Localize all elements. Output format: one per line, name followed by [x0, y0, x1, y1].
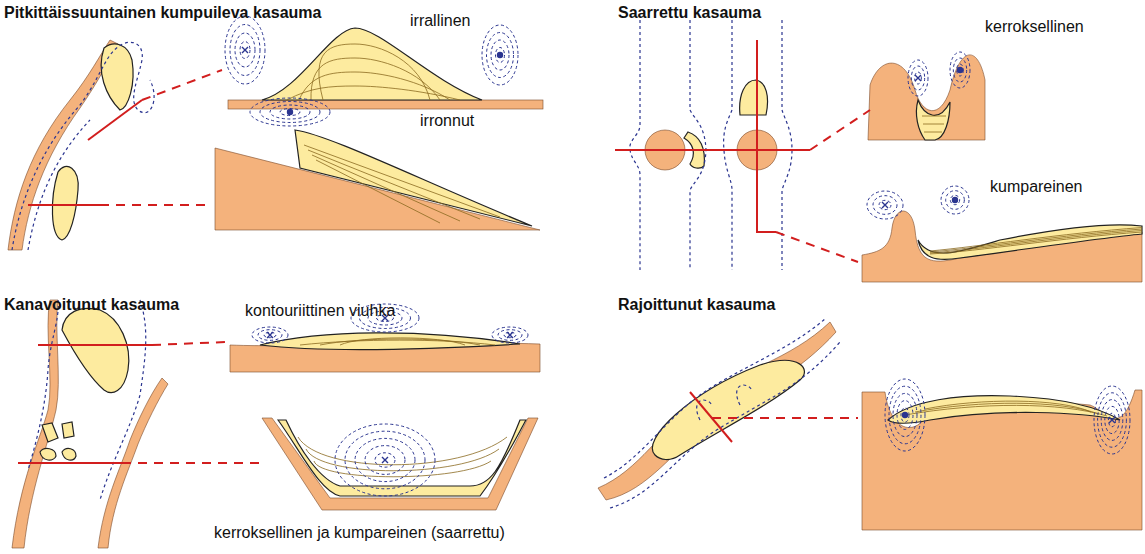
eddy-line — [941, 186, 969, 214]
profile-label: kerroksellinen — [985, 18, 1084, 36]
eddy-line — [252, 327, 288, 343]
eddy-line — [225, 16, 265, 84]
flow-in-cross — [242, 47, 248, 53]
eddy-line — [492, 327, 528, 343]
flow-in-cross — [507, 332, 513, 338]
layer-line — [930, 231, 1142, 254]
flow-out-dot — [953, 198, 958, 203]
eddy-line — [908, 60, 928, 96]
eddy-line — [950, 52, 970, 88]
eddy-line — [487, 33, 514, 78]
layer-line — [930, 228, 1142, 252]
eddy-line — [335, 424, 435, 496]
panel-heading: Pitkittäissuuntainen kumpuileva kasauma — [4, 4, 321, 22]
profile-label: irronnut — [420, 112, 474, 130]
eddy-line — [867, 191, 903, 219]
eddy-line — [260, 102, 320, 123]
flow-out-dot — [903, 413, 908, 418]
eddy-line — [280, 109, 300, 116]
eddy-line — [1101, 400, 1123, 441]
eddy-line — [915, 72, 922, 84]
eddy-line — [496, 48, 505, 63]
eddy-line — [365, 446, 405, 475]
eddy-line — [240, 42, 250, 59]
flow-in-cross — [882, 202, 888, 208]
eddy-line — [911, 66, 924, 90]
flow-in-cross — [382, 457, 388, 463]
eddy-line — [885, 379, 925, 451]
layer-line — [925, 401, 1091, 412]
eddy-line — [504, 332, 516, 337]
eddy-line — [893, 393, 917, 436]
layer-line — [319, 44, 430, 100]
eddy-line — [873, 196, 897, 215]
eddy-line — [879, 200, 891, 209]
layer-line — [304, 145, 500, 217]
panel-heading: Rajoittunut kasauma — [618, 296, 775, 314]
eddy-line — [1108, 413, 1115, 427]
eddy-line — [235, 33, 255, 67]
eddy-line — [901, 408, 909, 422]
eddy-line — [1105, 406, 1119, 433]
profile-label: irrallinen — [410, 12, 470, 30]
eddy-line — [270, 105, 310, 119]
eddy-line — [1098, 393, 1127, 447]
eddy-line — [1094, 386, 1130, 454]
eddy-line — [491, 40, 509, 70]
layer-line — [314, 461, 491, 477]
flow-out-dot — [498, 53, 503, 58]
eddy-line — [946, 191, 965, 210]
layer-line — [298, 437, 507, 465]
layer-line — [308, 150, 480, 219]
eddy-line — [889, 386, 921, 444]
eddy-line — [957, 64, 964, 76]
eddy-line — [258, 330, 282, 341]
profile-label: kumpareinen — [990, 178, 1083, 196]
panel-heading: Saarrettu kasauma — [618, 4, 761, 22]
layer-line — [930, 229, 1142, 252]
profile-label: kerroksellinen ja kumpareinen (saarrettu… — [214, 524, 505, 542]
layer-line — [287, 86, 460, 100]
profile-label: kontouriittinen viuhka — [245, 302, 395, 320]
eddy-line — [264, 332, 276, 337]
eddy-line — [482, 25, 518, 85]
eddy-line — [345, 431, 425, 489]
flow-out-dot — [288, 110, 293, 115]
eddy-line — [375, 453, 395, 467]
flow-in-cross — [267, 332, 273, 338]
panel-heading: Kanavoitunut kasauma — [4, 296, 179, 314]
eddy-line — [250, 98, 330, 126]
layer-line — [930, 232, 1142, 254]
eddy-line — [897, 401, 913, 430]
flow-in-cross — [915, 75, 921, 81]
eddy-line — [355, 438, 415, 481]
eddy-line — [498, 330, 522, 341]
layer-line — [340, 338, 465, 345]
layer-line — [915, 403, 1099, 414]
flow-in-cross — [1109, 417, 1115, 423]
layer-line — [316, 160, 440, 223]
layer-line — [923, 124, 944, 125]
flow-out-dot — [958, 68, 963, 73]
layer-line — [312, 155, 460, 221]
layer-line — [924, 132, 942, 133]
eddy-line — [230, 25, 260, 76]
layer-line — [922, 116, 946, 117]
eddy-line — [950, 195, 959, 204]
eddy-line — [953, 58, 966, 82]
